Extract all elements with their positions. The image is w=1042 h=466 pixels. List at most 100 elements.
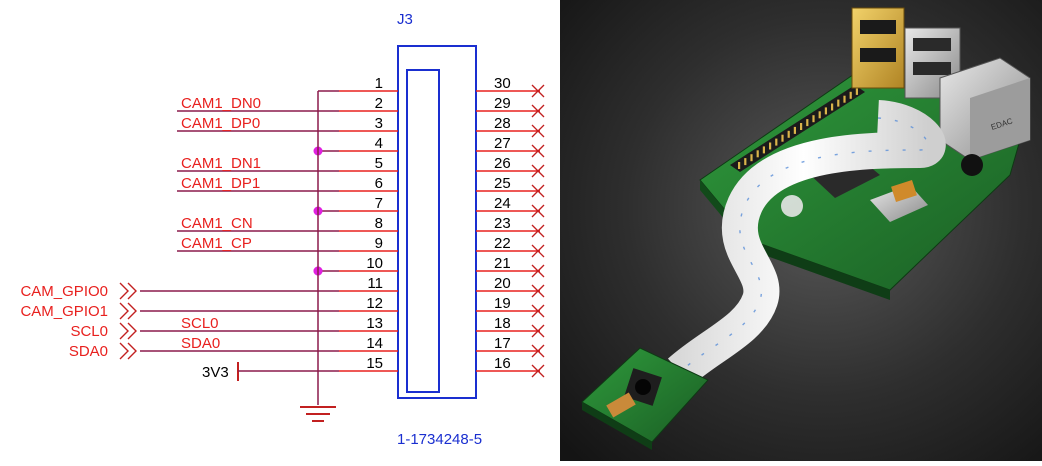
pin-number-9: 9 xyxy=(375,235,383,252)
gpio-pin xyxy=(843,95,846,103)
pin-number-13: 13 xyxy=(366,315,383,332)
no-connect-icon xyxy=(531,124,545,138)
audio-jack xyxy=(961,154,983,176)
orange-component xyxy=(891,179,917,203)
pin-number-29: 29 xyxy=(494,95,511,112)
gpio-pin xyxy=(769,142,772,150)
pin-number-8: 8 xyxy=(375,215,383,232)
port-label-sda0: SDA0 xyxy=(69,343,108,360)
part-number: 1-1734248-5 xyxy=(397,431,482,448)
net-label-cam1_cn: CAM1_CN xyxy=(181,215,253,232)
pin-number-28: 28 xyxy=(494,115,511,132)
pin-number-4: 4 xyxy=(375,135,383,152)
pin-number-24: 24 xyxy=(494,195,511,212)
ref-designator: J3 xyxy=(397,11,413,28)
pin-number-20: 20 xyxy=(494,275,511,292)
connector-body xyxy=(397,45,477,399)
gpio-pin xyxy=(781,134,784,142)
port-chevron-icon xyxy=(119,342,137,360)
no-connect-icon xyxy=(531,164,545,178)
gpio-pin xyxy=(800,123,803,130)
net-label-scl0: SCL0 xyxy=(181,315,219,332)
port-label-cam_gpio1: CAM_GPIO1 xyxy=(20,303,108,320)
gpio-pin xyxy=(762,146,765,154)
net-label-cam1_dn0: CAM1_DN0 xyxy=(181,95,261,112)
no-connect-icon xyxy=(531,144,545,158)
pin-number-21: 21 xyxy=(494,255,511,272)
gpio-pin xyxy=(793,126,796,134)
no-connect-icon xyxy=(531,324,545,338)
pi-board: EDAC xyxy=(699,7,1031,300)
pin-number-22: 22 xyxy=(494,235,511,252)
camera-module xyxy=(581,347,709,450)
ethernet-port: EDAC xyxy=(939,57,1031,161)
pin-number-12: 12 xyxy=(366,295,383,312)
net-label-sda0: SDA0 xyxy=(181,335,220,352)
pin-number-26: 26 xyxy=(494,155,511,172)
no-connect-icon xyxy=(531,344,545,358)
no-connect-icon xyxy=(531,84,545,98)
port-chevron-icon xyxy=(119,322,137,340)
port-label-scl0: SCL0 xyxy=(70,323,108,340)
pin-number-15: 15 xyxy=(366,355,383,372)
net-label-cam1_dp0: CAM1_DP0 xyxy=(181,115,260,132)
raspberry-logo-icon xyxy=(781,195,803,217)
gpio-pins xyxy=(738,87,858,169)
lens-icon xyxy=(635,379,651,395)
pin-number-16: 16 xyxy=(494,355,511,372)
gpio-pin xyxy=(849,91,852,99)
pin-number-30: 30 xyxy=(494,75,511,92)
schematic-drawing: J3 1-1734248-5 12CAM1_DN03CAM1_DP045CAM1… xyxy=(20,11,545,448)
ground-bus xyxy=(300,91,336,422)
gpio-pin xyxy=(787,130,790,138)
gpio-pin xyxy=(818,111,821,119)
product-photo: EDAC xyxy=(560,0,1042,461)
pin-number-18: 18 xyxy=(494,315,511,332)
pin-number-17: 17 xyxy=(494,335,511,352)
gpio-pin xyxy=(824,107,827,115)
port-chevron-icon xyxy=(119,282,137,300)
pin-number-25: 25 xyxy=(494,175,511,192)
gpio-pin xyxy=(750,154,753,162)
pin-number-19: 19 xyxy=(494,295,511,312)
no-connect-icon xyxy=(531,244,545,258)
ribbon-cable xyxy=(667,100,946,386)
port-chevron-icon xyxy=(119,302,137,320)
pin-number-23: 23 xyxy=(494,215,511,232)
pin-number-6: 6 xyxy=(375,175,383,192)
port-label-cam_gpio0: CAM_GPIO0 xyxy=(20,283,108,300)
no-connect-icon xyxy=(531,264,545,278)
pin-number-5: 5 xyxy=(375,155,383,172)
net-label-cam1_dn1: CAM1_DN1 xyxy=(181,155,261,172)
no-connect-icon xyxy=(531,184,545,198)
pin-number-2: 2 xyxy=(375,95,383,112)
gpio-pin xyxy=(806,119,809,127)
no-connect-icon xyxy=(531,304,545,318)
raspberry-pi-camera-photo: EDAC xyxy=(560,0,1042,461)
gpio-pin xyxy=(738,162,741,169)
net-label-cam1_dp1: CAM1_DP1 xyxy=(181,175,260,192)
gpio-pin xyxy=(812,115,815,123)
net-label-cam1_cp: CAM1_CP xyxy=(181,235,252,252)
left-pin-group: 12CAM1_DN03CAM1_DP045CAM1_DN16CAM1_DP178… xyxy=(140,75,398,372)
gpio-pin xyxy=(831,103,834,111)
gpio-pin xyxy=(744,158,747,166)
pin-number-11: 11 xyxy=(367,275,383,292)
no-connect-icon xyxy=(531,364,545,378)
no-connect-icon xyxy=(531,224,545,238)
no-connect-icon xyxy=(531,204,545,218)
pin-number-3: 3 xyxy=(375,115,383,132)
power-label: 3V3 xyxy=(202,364,229,381)
gpio-pin xyxy=(775,138,778,146)
pin-number-14: 14 xyxy=(366,335,383,352)
no-connect-icon xyxy=(531,104,545,118)
power-net: 3V3 xyxy=(202,362,339,381)
no-connect-icon xyxy=(531,284,545,298)
pin-number-1: 1 xyxy=(375,75,383,92)
pin-number-7: 7 xyxy=(375,195,383,212)
gpio-pin xyxy=(756,150,759,158)
pin-number-10: 10 xyxy=(366,255,383,272)
